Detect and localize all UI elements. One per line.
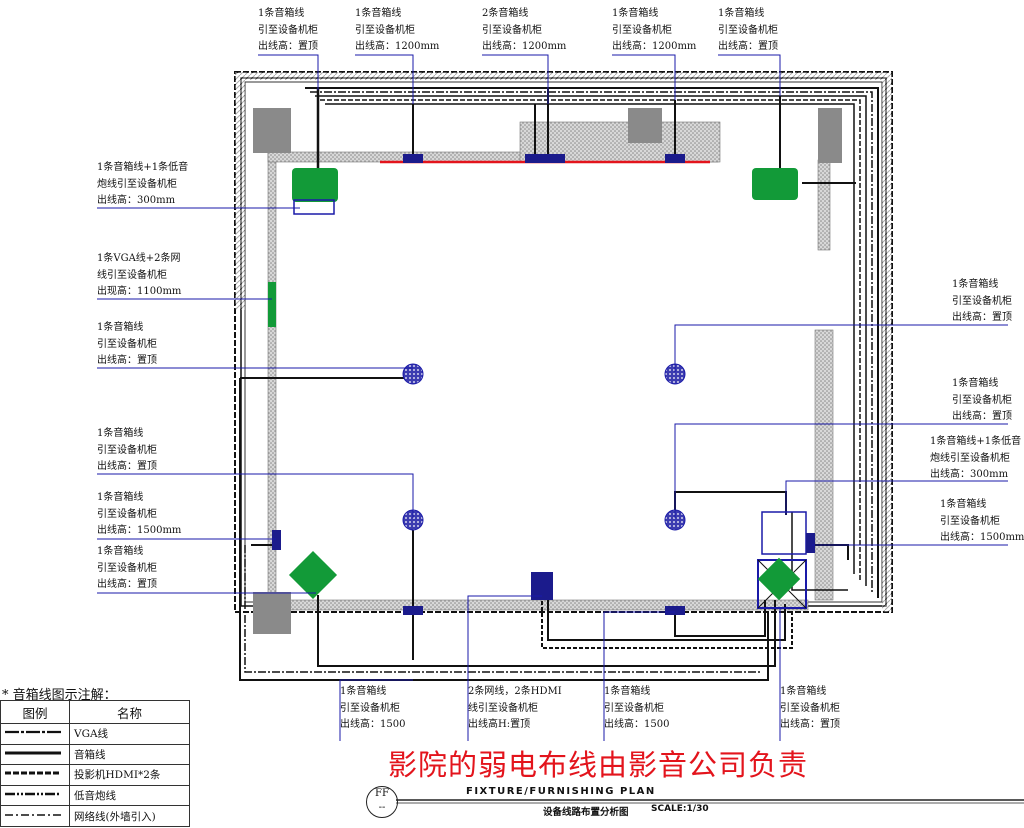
legend-symbol-net bbox=[0, 805, 70, 827]
interior-finish-strips bbox=[267, 121, 834, 613]
note-top-3: 2条音箱线引至设备机柜出线高：1200mm bbox=[482, 8, 567, 52]
legend-title: * 音箱线图示注解： bbox=[2, 688, 117, 703]
note-right-4: 1条音箱线引至设备机柜出线高：1500mm bbox=[940, 499, 1024, 543]
note-right-3: 1条音箱线+1条低音炮线引至设备机柜出线高：300mm bbox=[930, 436, 1022, 480]
legend-row: 音箱线 bbox=[0, 743, 190, 766]
speakers bbox=[288, 168, 801, 601]
legend-label: 网络线(外墙引入) bbox=[69, 805, 190, 827]
sheet-number: -- bbox=[378, 802, 386, 813]
drawing-title-cn: 设备线路布置分析图 bbox=[543, 807, 629, 818]
drawing-scale: SCALE:1/30 bbox=[651, 804, 709, 814]
note-left-4: 1条音箱线引至设备机柜出线高：置顶 bbox=[97, 428, 157, 472]
legend-row: VGA线 bbox=[0, 723, 190, 745]
structural-columns bbox=[253, 108, 842, 634]
legend-label: 投影机HDMI*2条 bbox=[69, 764, 190, 786]
drawing-title-en: FIXTURE/FURNISHING PLAN bbox=[466, 786, 656, 797]
cable-runs bbox=[239, 87, 879, 681]
legend-row: 网络线(外墙引入) bbox=[0, 805, 190, 827]
wall-jacks bbox=[268, 154, 815, 615]
legend-symbol-hdmi bbox=[0, 764, 70, 786]
legend-symbol-sub bbox=[0, 784, 70, 807]
ceiling-speakers bbox=[402, 363, 686, 531]
speaker-front-left bbox=[292, 168, 338, 202]
legend-header: 图例 名称 bbox=[0, 700, 190, 724]
note-left-3: 1条音箱线引至设备机柜出线高：置顶 bbox=[97, 322, 157, 366]
legend-symbol-vga bbox=[0, 723, 70, 745]
legend-row: 低音炮线 bbox=[0, 784, 190, 807]
note-top-5: 1条音箱线引至设备机柜出线高：置顶 bbox=[718, 8, 778, 52]
legend-label: VGA线 bbox=[69, 723, 190, 745]
subwoofer bbox=[293, 199, 335, 215]
legend-col-symbol: 图例 bbox=[0, 700, 70, 724]
legend-symbol-speaker bbox=[0, 743, 70, 766]
legend-row: 投影机HDMI*2条 bbox=[0, 764, 190, 786]
speaker-front-right bbox=[752, 168, 798, 200]
drawing-number: FF bbox=[375, 788, 389, 799]
drawing-number-circle: FF -- bbox=[366, 786, 398, 818]
note-right-2: 1条音箱线引至设备机柜出线高：置顶 bbox=[952, 378, 1012, 422]
note-left-5: 1条音箱线引至设备机柜出线高：1500mm bbox=[97, 492, 182, 536]
legend-col-name: 名称 bbox=[69, 700, 190, 724]
speaker-rear-left bbox=[288, 550, 338, 600]
note-top-1: 1条音箱线引至设备机柜出线高：置顶 bbox=[258, 8, 318, 52]
note-top-4: 1条音箱线引至设备机柜出线高：1200mm bbox=[612, 8, 697, 52]
note-left-6: 1条音箱线引至设备机柜出线高：置顶 bbox=[97, 546, 157, 590]
note-top-2: 1条音箱线引至设备机柜出线高：1200mm bbox=[355, 8, 440, 52]
note-right-1: 1条音箱线引至设备机柜出线高：置顶 bbox=[952, 279, 1012, 323]
legend-table: 图例 名称 VGA线 音箱线 投影机HDMI*2条 低音炮线 网络线(外墙引入) bbox=[0, 700, 190, 827]
responsibility-note: 影院的弱电布线由影音公司负责 bbox=[388, 748, 809, 782]
note-left-1: 1条音箱线+1条低音炮线引至设备机柜出线高：300mm bbox=[97, 162, 189, 206]
speaker-rear-right bbox=[757, 557, 801, 601]
note-bottom-3: 1条音箱线引至设备机柜出线高：1500 bbox=[604, 686, 670, 730]
legend-label: 低音炮线 bbox=[69, 784, 190, 807]
note-bottom-1: 1条音箱线引至设备机柜出线高：1500 bbox=[340, 686, 406, 730]
title-block-rules bbox=[396, 799, 1024, 804]
legend-label: 音箱线 bbox=[69, 743, 190, 766]
note-bottom-4: 1条音箱线引至设备机柜出线高：置顶 bbox=[780, 686, 840, 730]
leader-lines bbox=[97, 54, 1008, 741]
note-left-2: 1条VGA线+2条网线引至设备机柜出现高：1100mm bbox=[97, 253, 182, 297]
